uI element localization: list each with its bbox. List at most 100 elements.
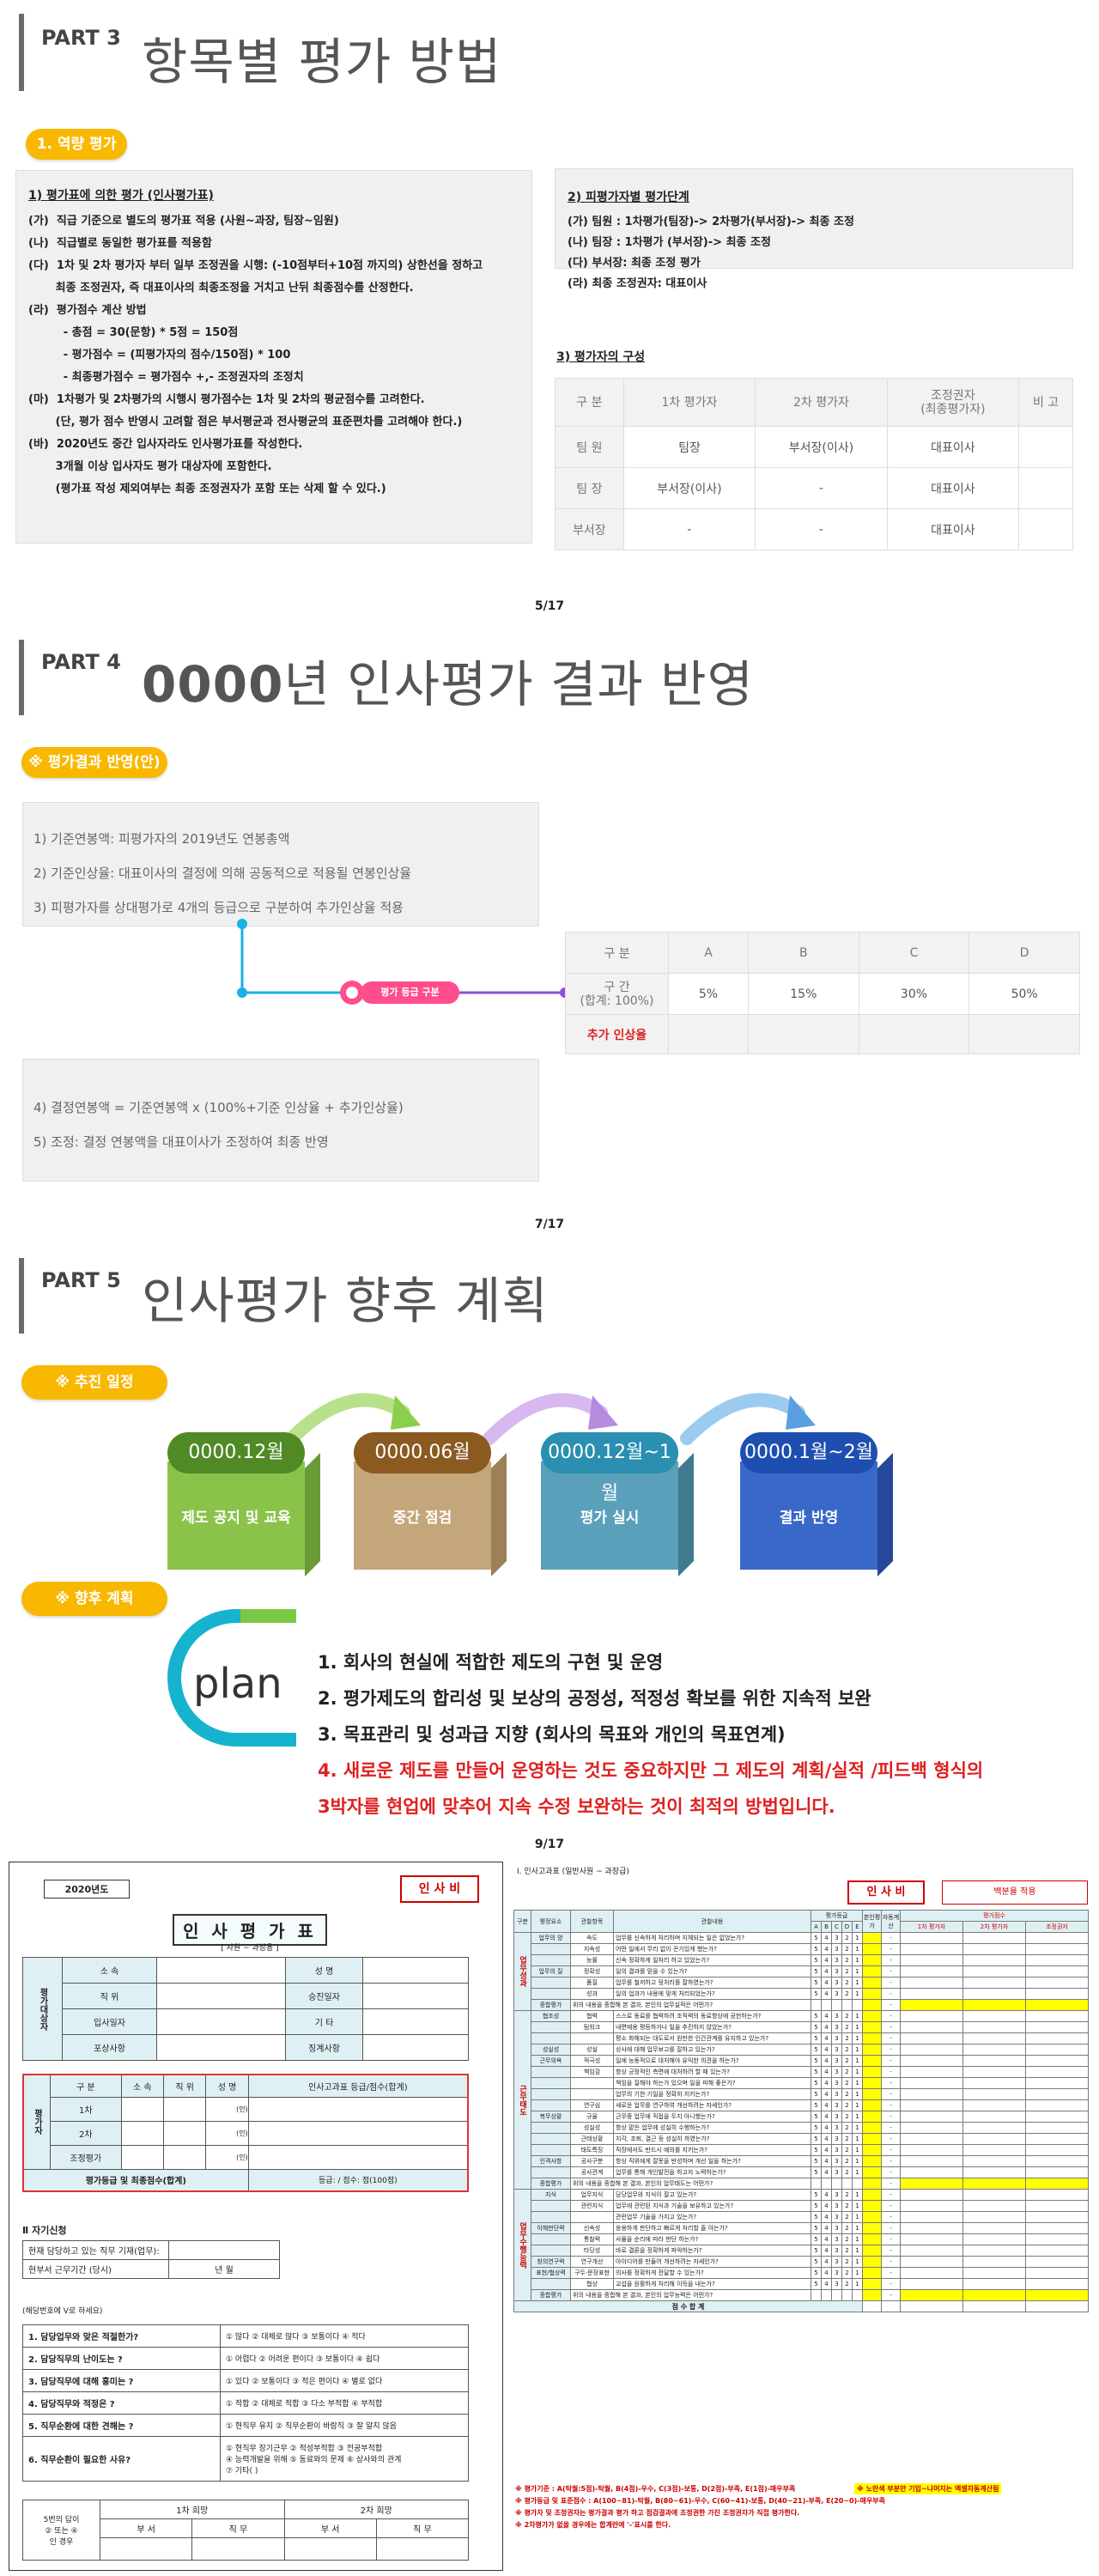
score-input[interactable]: [1025, 2122, 1089, 2134]
score-input[interactable]: [900, 2245, 963, 2257]
person-value-field[interactable]: [156, 1957, 286, 1984]
score-input[interactable]: [1025, 2133, 1089, 2145]
score-input[interactable]: [1025, 2256, 1089, 2268]
self-value[interactable]: 년 월: [168, 2259, 280, 2279]
score-input[interactable]: [962, 1988, 1026, 2000]
self-score-input[interactable]: [862, 2211, 882, 2223]
score-input[interactable]: [900, 2289, 963, 2301]
score-input[interactable]: [962, 2055, 1026, 2067]
person-value-field[interactable]: [362, 1957, 469, 1984]
score-input[interactable]: [962, 2267, 1026, 2279]
score-input[interactable]: [1025, 2166, 1089, 2178]
wish-field[interactable]: [375, 2537, 470, 2561]
self-score-input[interactable]: [862, 1999, 882, 2011]
score-input[interactable]: [1025, 1965, 1089, 1978]
score-input[interactable]: [1025, 2032, 1089, 2044]
self-value[interactable]: [168, 2240, 280, 2260]
self-score-input[interactable]: [862, 2245, 882, 2257]
self-score-input[interactable]: [862, 2077, 882, 2089]
score-input[interactable]: [962, 2010, 1026, 2022]
score-input[interactable]: [1025, 2233, 1089, 2245]
self-score-input[interactable]: [862, 2256, 882, 2268]
score-input[interactable]: [962, 2032, 1026, 2044]
self-score-input[interactable]: [862, 2222, 882, 2234]
self-score-input[interactable]: [862, 2144, 882, 2156]
score-input[interactable]: [900, 2044, 963, 2056]
score-input[interactable]: [900, 2166, 963, 2178]
self-score-input[interactable]: [862, 2233, 882, 2245]
score-input[interactable]: [962, 2133, 1026, 2145]
self-score-input[interactable]: [862, 2066, 882, 2078]
self-score-input[interactable]: [862, 2055, 882, 2067]
score-input[interactable]: [962, 2166, 1026, 2178]
score-input[interactable]: [900, 2099, 963, 2111]
score-input[interactable]: [900, 2066, 963, 2078]
self-score-input[interactable]: [862, 2044, 882, 2056]
eval-field[interactable]: [120, 2120, 164, 2146]
score-input[interactable]: [1025, 2189, 1089, 2201]
self-score-input[interactable]: [862, 2289, 882, 2301]
score-input[interactable]: [1025, 2055, 1089, 2067]
score-input[interactable]: [1025, 2278, 1089, 2290]
eval-seal-cell[interactable]: (인): [205, 2096, 249, 2122]
score-input[interactable]: [1025, 2155, 1089, 2167]
score-input[interactable]: [1025, 2088, 1089, 2100]
self-score-input[interactable]: [862, 1965, 882, 1978]
score-input[interactable]: [1025, 2010, 1089, 2022]
score-input[interactable]: [1025, 2289, 1089, 2301]
score-input[interactable]: [962, 2278, 1026, 2290]
score-input[interactable]: [962, 2099, 1026, 2111]
self-score-input[interactable]: [862, 2133, 882, 2145]
person-value-field[interactable]: [156, 2008, 286, 2035]
score-input[interactable]: [1025, 2245, 1089, 2257]
self-score-input[interactable]: [862, 1954, 882, 1966]
question-options[interactable]: ① 현직무 장기근무 ② 적성부적합 ③ 전공부적합 ④ 능력개발을 위해 ⑤ …: [220, 2436, 469, 2482]
question-options[interactable]: ① 현직무 유지 ② 직무순환이 바람직 ③ 잘 알지 않음: [220, 2414, 469, 2437]
score-input[interactable]: [962, 2066, 1026, 2078]
score-input[interactable]: [900, 1999, 963, 2011]
wish-field[interactable]: [99, 2537, 193, 2561]
score-input[interactable]: [962, 1943, 1026, 1955]
score-input[interactable]: [1025, 2178, 1089, 2190]
eval-seal-cell[interactable]: (인): [205, 2144, 249, 2170]
score-input[interactable]: [900, 2256, 963, 2268]
score-input[interactable]: [962, 2044, 1026, 2056]
score-input[interactable]: [962, 2111, 1026, 2123]
score-input[interactable]: [962, 2289, 1026, 2301]
self-score-input[interactable]: [862, 2088, 882, 2100]
score-input[interactable]: [900, 2178, 963, 2190]
score-input[interactable]: [1025, 1954, 1089, 1966]
score-input[interactable]: [900, 2278, 963, 2290]
self-score-input[interactable]: [862, 2010, 882, 2022]
self-score-input[interactable]: [862, 2189, 882, 2201]
score-input[interactable]: [900, 2122, 963, 2134]
self-score-input[interactable]: [862, 2032, 882, 2044]
score-input[interactable]: [1025, 1988, 1089, 2000]
person-value-field[interactable]: [362, 2034, 469, 2061]
score-input[interactable]: [900, 2077, 963, 2089]
score-input[interactable]: [962, 2189, 1026, 2201]
score-input[interactable]: [1025, 2222, 1089, 2234]
eval-field[interactable]: [120, 2096, 164, 2122]
score-input[interactable]: [900, 2021, 963, 2033]
self-score-input[interactable]: [862, 2155, 882, 2167]
score-input[interactable]: [962, 1999, 1026, 2011]
score-input[interactable]: [1025, 1999, 1089, 2011]
score-input[interactable]: [962, 2088, 1026, 2100]
score-input[interactable]: [900, 2055, 963, 2067]
self-score-input[interactable]: [862, 2122, 882, 2134]
score-input[interactable]: [962, 2233, 1026, 2245]
person-value-field[interactable]: [156, 2034, 286, 2061]
score-input[interactable]: [962, 2178, 1026, 2190]
eval-field[interactable]: [247, 2120, 469, 2146]
score-input[interactable]: [1025, 1977, 1089, 1989]
score-input[interactable]: [900, 2189, 963, 2201]
eval-field[interactable]: [162, 2144, 207, 2170]
score-input[interactable]: [900, 1965, 963, 1978]
score-input[interactable]: [900, 2032, 963, 2044]
self-score-input[interactable]: [862, 2178, 882, 2190]
self-score-input[interactable]: [862, 1977, 882, 1989]
score-input[interactable]: [962, 2200, 1026, 2212]
score-input[interactable]: [900, 1943, 963, 1955]
score-input[interactable]: [1025, 1932, 1089, 1944]
